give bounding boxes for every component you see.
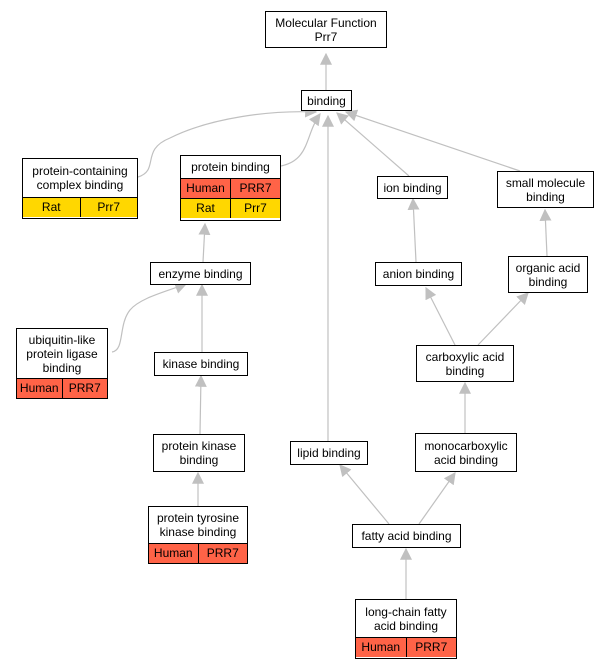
gene-cell: PRR7	[61, 379, 108, 398]
species-cell: Human	[361, 640, 401, 654]
node-small-molecule-binding[interactable]: small molecule binding	[497, 171, 594, 208]
edge-smb-to-binding	[344, 109, 521, 172]
node-protein-kinase-binding[interactable]: protein kinase binding	[153, 434, 245, 472]
node-fatty-acid-binding[interactable]: fatty acid binding	[352, 524, 461, 548]
node-label: ion binding	[383, 180, 442, 195]
node-monocarboxylic-acid-binding[interactable]: monocarboxylic acid binding	[415, 433, 517, 472]
edge-cab-to-anion	[425, 286, 456, 346]
edge-pcb-to-binding	[137, 105, 318, 178]
species-cell: Human	[186, 181, 225, 195]
node-protein-binding[interactable]: protein binding Human PRR7 Rat Prr7	[180, 155, 281, 221]
node-label: enzyme binding	[158, 266, 243, 281]
species-cell: Human	[19, 381, 59, 395]
gene-cell: PRR7	[405, 638, 457, 657]
species-cell: Rat	[196, 201, 215, 215]
edge-cab-to-oab	[477, 292, 529, 346]
edge-anion-to-ion	[407, 197, 420, 263]
edge-oab-to-smb	[539, 208, 552, 257]
annotation-row-human: Human PRR7	[356, 637, 456, 657]
node-protein-tyrosine-kinase-binding[interactable]: protein tyrosine kinase binding Human PR…	[148, 506, 248, 564]
node-organic-acid-binding[interactable]: organic acid binding	[508, 256, 588, 293]
node-label: anion binding	[382, 267, 455, 281]
annotation-row-human: Human PRR7	[181, 178, 280, 198]
node-label: protein-containing complex binding	[32, 164, 128, 192]
gene-cell: Prr7	[230, 199, 280, 218]
node-label: binding	[307, 93, 346, 108]
edge-pb-to-binding	[280, 113, 321, 167]
node-label: carboxylic acid binding	[425, 349, 505, 378]
node-ion-binding[interactable]: ion binding	[377, 176, 448, 199]
annotation-row-rat: Rat Prr7	[181, 198, 280, 218]
edge-fab-to-lipid	[339, 464, 390, 525]
node-lipid-binding[interactable]: lipid binding	[290, 441, 368, 465]
annotation-row-human: Human PRR7	[149, 543, 247, 563]
node-label: small molecule binding	[505, 175, 586, 204]
node-long-chain-fatty-acid-binding[interactable]: long-chain fatty acid binding Human PRR7	[355, 599, 457, 659]
node-label: protein binding	[191, 160, 270, 174]
gene-cell: PRR7	[197, 544, 248, 563]
node-binding[interactable]: binding	[301, 90, 352, 111]
node-label: long-chain fatty acid binding	[365, 604, 447, 633]
node-label: fatty acid binding	[361, 529, 452, 543]
node-label: protein tyrosine kinase binding	[156, 511, 240, 539]
node-label: lipid binding	[297, 446, 361, 460]
annotation-row-human: Human PRR7	[17, 378, 107, 398]
node-anion-binding[interactable]: anion binding	[375, 262, 462, 286]
gene-cell: Prr7	[79, 198, 138, 217]
node-protein-containing-complex-binding[interactable]: protein-containing complex binding Rat P…	[22, 158, 138, 219]
node-molecular-function[interactable]: Molecular Function Prr7	[265, 11, 387, 48]
edge-enz-to-pb	[198, 222, 211, 263]
node-label: protein kinase binding	[161, 439, 237, 467]
node-label: Molecular Function Prr7	[275, 15, 377, 44]
node-label: kinase binding	[162, 357, 240, 371]
node-label: monocarboxylic acid binding	[424, 438, 508, 467]
node-ubiquitin-like-protein-ligase-binding[interactable]: ubiquitin-like protein ligase binding Hu…	[16, 328, 108, 399]
node-kinase-binding[interactable]: kinase binding	[154, 352, 248, 376]
annotation-row-rat: Rat Prr7	[23, 197, 137, 217]
node-label: ubiquitin-like protein ligase binding	[26, 332, 98, 375]
node-label: organic acid binding	[515, 260, 581, 289]
edge-pkb-to-kin	[194, 374, 207, 435]
edge-ubl-to-enz	[111, 282, 188, 353]
node-enzyme-binding[interactable]: enzyme binding	[150, 262, 251, 285]
species-cell: Rat	[41, 200, 61, 214]
edge-ion-to-binding	[336, 112, 410, 177]
node-carboxylic-acid-binding[interactable]: carboxylic acid binding	[416, 345, 514, 382]
edge-fab-to-mcab	[418, 472, 456, 525]
gene-cell: PRR7	[230, 179, 280, 198]
species-cell: Human	[153, 546, 193, 560]
